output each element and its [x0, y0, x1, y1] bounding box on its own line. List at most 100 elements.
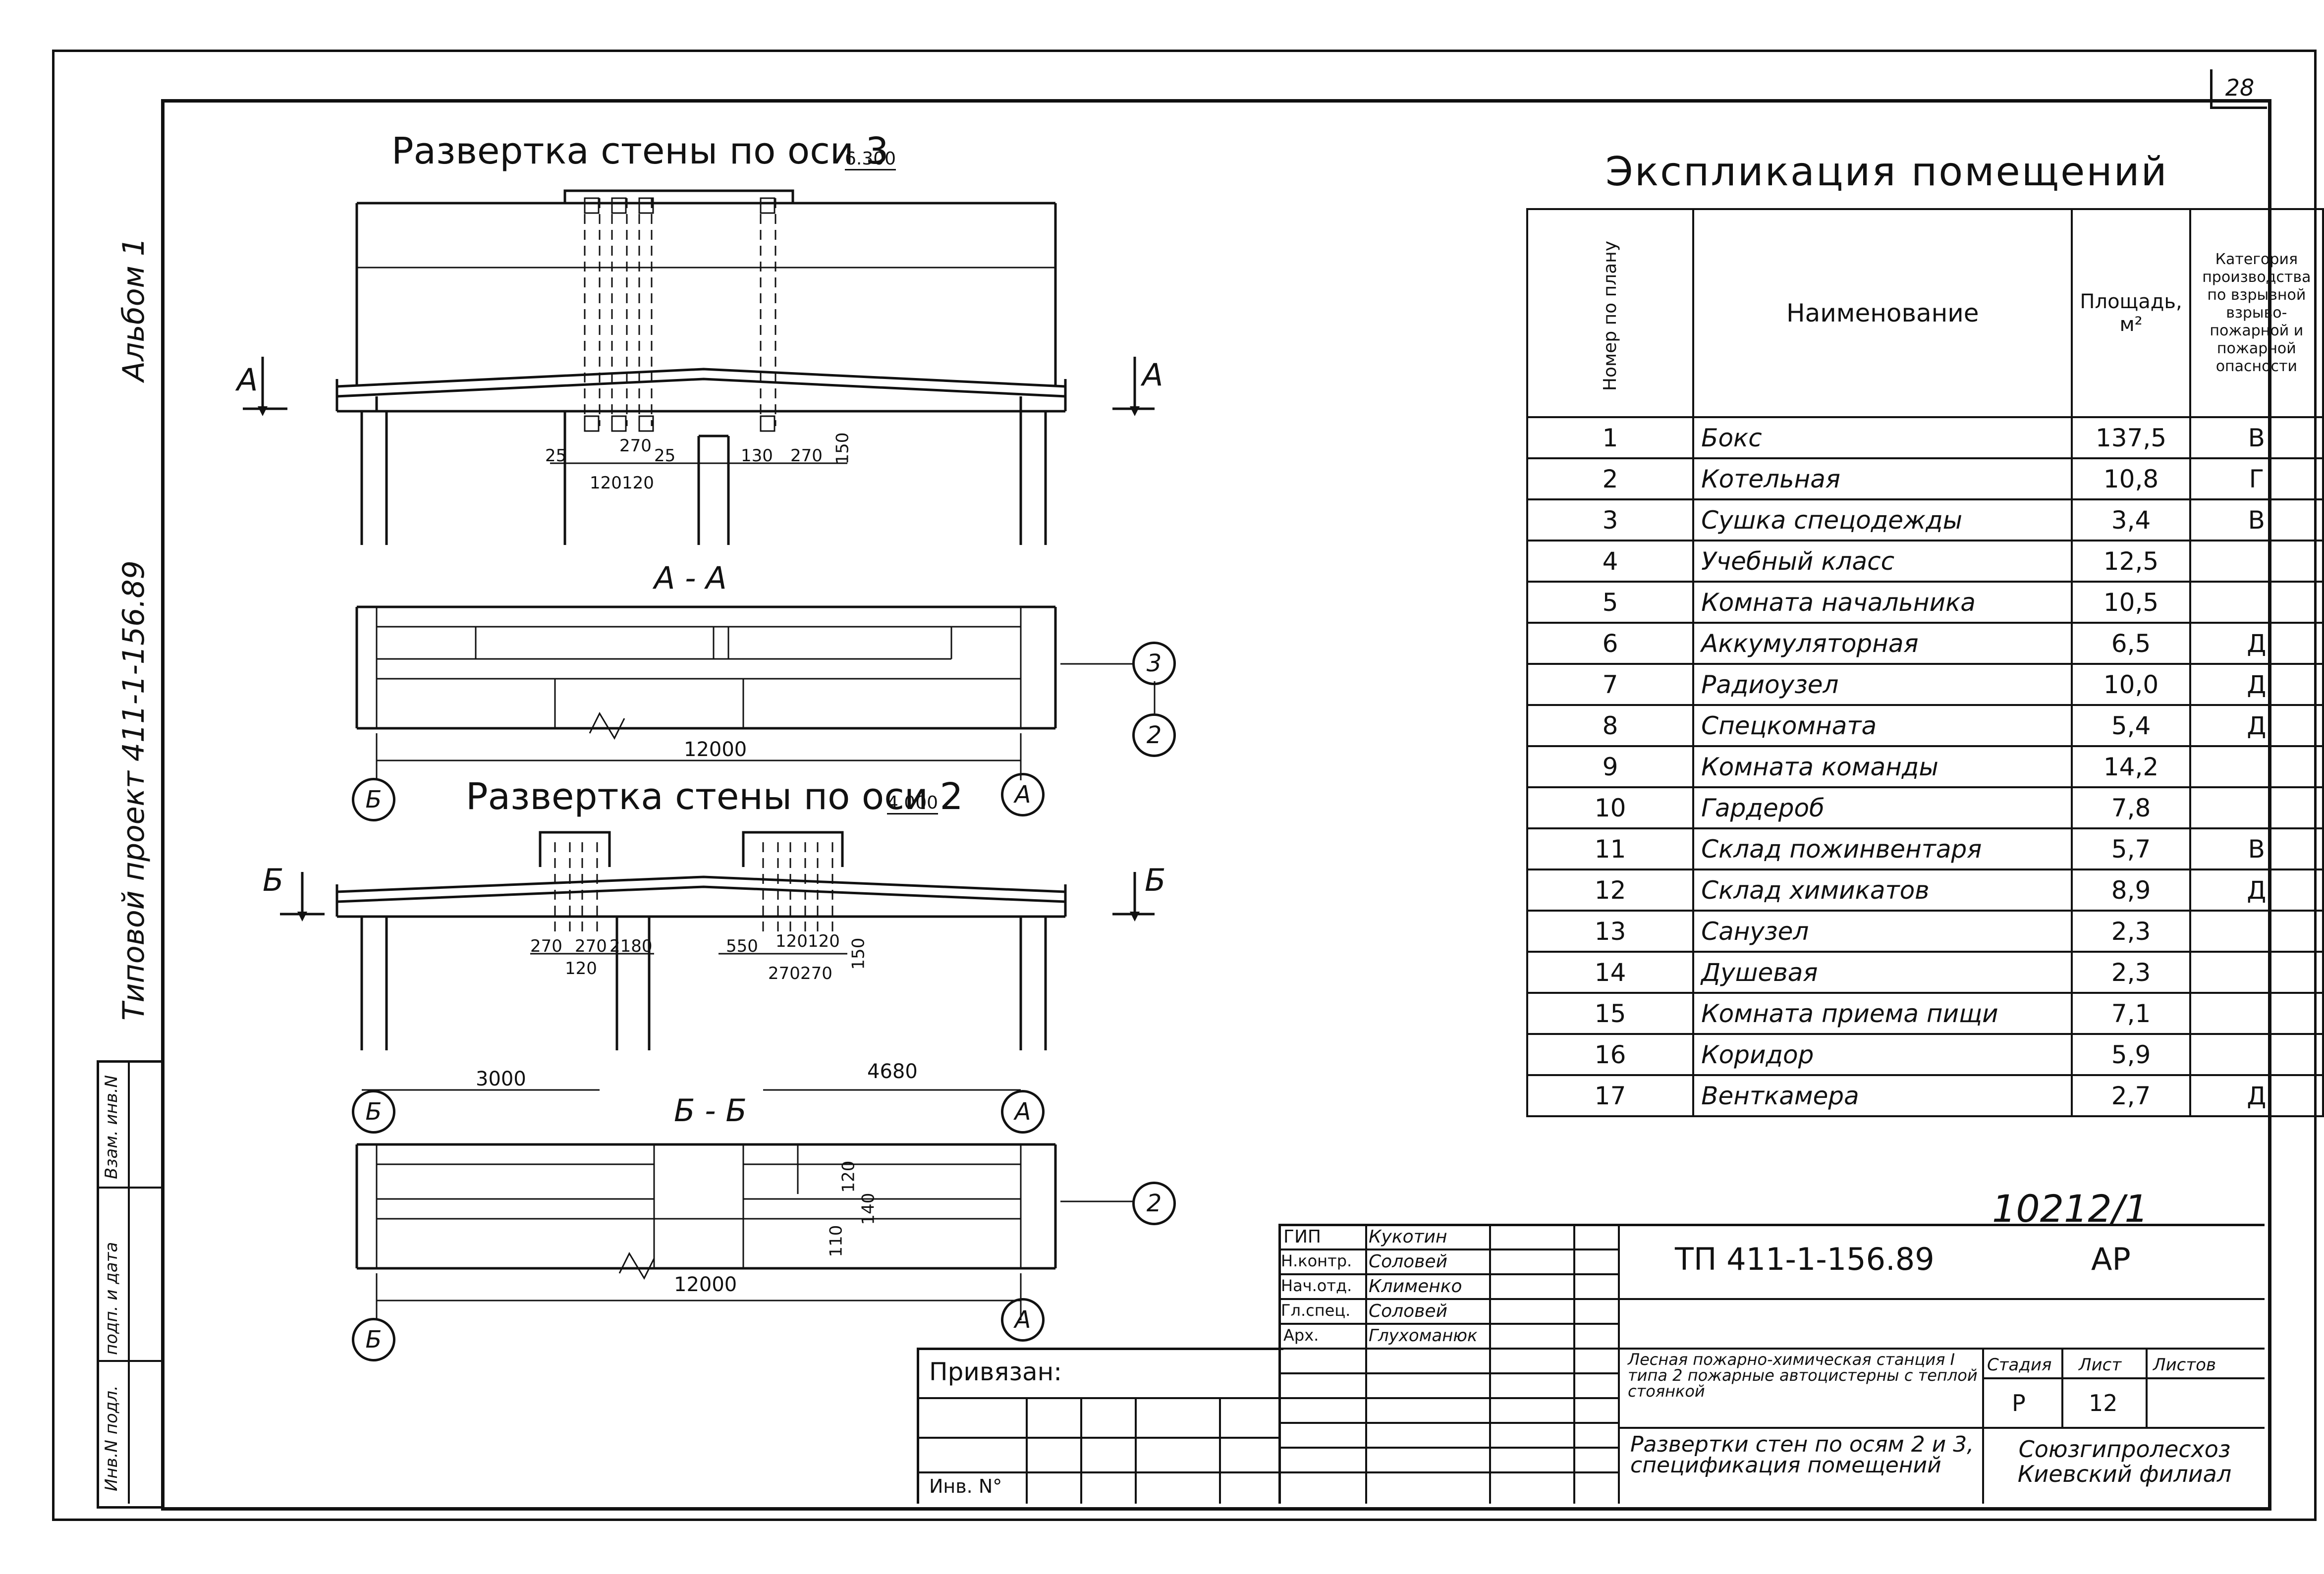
tb-grid [1278, 1273, 1618, 1275]
room-category [2189, 910, 2324, 953]
tb-grid [1278, 1422, 1618, 1424]
dim: 25 [654, 446, 676, 466]
header-name: Наименование [1692, 208, 2073, 418]
explication-title: Экспликация помещений [1605, 149, 2168, 195]
tb-grid [2146, 1348, 2148, 1427]
room-name: Коридор [1692, 1033, 2073, 1076]
tb-grid [1618, 1224, 1620, 1504]
room-area: 10,8 [2071, 457, 2191, 500]
tb-grid [1489, 1224, 1491, 1504]
room-area: 10,0 [2071, 663, 2191, 706]
room-category: В [2189, 498, 2324, 542]
dim: 270 [800, 964, 832, 983]
row-number: 14 [1526, 951, 1695, 994]
dim: 120 [622, 473, 654, 493]
room-area: 5,9 [2071, 1033, 2191, 1076]
room-category: Д [2189, 622, 2324, 665]
sheet-label: Лист [2079, 1355, 2122, 1375]
row-number: 10 [1526, 786, 1695, 829]
role-label: Н.контр. [1281, 1251, 1352, 1270]
tb-grid [1278, 1323, 1618, 1325]
row-number: 1 [1526, 416, 1695, 459]
room-category [2189, 745, 2324, 788]
section-a-right: А [1142, 357, 1163, 393]
tb-grid [1278, 1248, 1618, 1250]
room-area: 2,7 [2071, 1074, 2191, 1117]
dim: 120 [775, 931, 808, 951]
room-name: Гардероб [1692, 786, 2073, 829]
room-category: Д [2189, 663, 2324, 706]
dim: 140 [858, 1193, 879, 1225]
role-label: Нач.отд. [1281, 1276, 1352, 1295]
room-area: 6,5 [2071, 622, 2191, 665]
tb-grid [1278, 1372, 1618, 1374]
room-category [2189, 992, 2324, 1035]
sheet-number: 28 [2210, 69, 2267, 109]
room-name: Склад пожинвентаря [1692, 827, 2073, 870]
tb-grid [917, 1471, 1278, 1473]
axis-a-marker: А [1001, 773, 1045, 816]
inv-label: Инв. N° [929, 1475, 1002, 1497]
room-name: Котельная [1692, 457, 2073, 500]
row-number: 9 [1526, 745, 1695, 788]
tb-grid [1618, 1427, 2265, 1429]
tb-grid [1618, 1348, 2265, 1350]
row-number: 15 [1526, 992, 1695, 1035]
drawing1-elevation: 6.300 [845, 149, 896, 170]
room-area: 2,3 [2071, 951, 2191, 994]
project-code: ТП 411-1-156.89 [1675, 1241, 1935, 1277]
tb-grid [1618, 1298, 2265, 1300]
room-name: Душевая [1692, 951, 2073, 994]
row-number: 16 [1526, 1033, 1695, 1076]
header-num: Номер по плану [1526, 208, 1695, 418]
tb-grid [1278, 1471, 1618, 1473]
room-name: Комната приема пищи [1692, 992, 2073, 1035]
tb-grid [1219, 1397, 1221, 1504]
sheets-label: Листов [2153, 1355, 2216, 1375]
axis-a-marker-2: А [1001, 1090, 1045, 1134]
row-number: 4 [1526, 540, 1695, 583]
room-name: Аккумуляторная [1692, 622, 2073, 665]
tb-grid [1982, 1348, 1984, 1504]
room-area: 7,1 [2071, 992, 2191, 1035]
room-name: Сушка спецодежды [1692, 498, 2073, 542]
title-block [1278, 1224, 2265, 1504]
room-name: Венткамера [1692, 1074, 2073, 1117]
section-a-left: А [237, 362, 258, 398]
room-name: Учебный класс [1692, 540, 2073, 583]
room-area: 12,5 [2071, 540, 2191, 583]
row-number: 5 [1526, 581, 1695, 624]
dim: 270 [575, 936, 607, 956]
row-number: 7 [1526, 663, 1695, 706]
row-number: 12 [1526, 868, 1695, 912]
dim: 150 [848, 937, 869, 970]
role-name: Клименко [1369, 1276, 1462, 1297]
room-category: Д [2189, 868, 2324, 912]
stage-value: Р [2012, 1390, 2026, 1416]
tb-grid [1278, 1447, 1618, 1449]
room-name: Склад химикатов [1692, 868, 2073, 912]
binding-block [917, 1348, 1283, 1504]
sheet-title: Развертки стен по осям 2 и 3, спецификац… [1630, 1432, 1974, 1478]
room-name: Радиоузел [1692, 663, 2073, 706]
tb-grid [1982, 1377, 2265, 1379]
room-category: В [2189, 416, 2324, 459]
dim: 270 [790, 446, 823, 466]
row-number: 3 [1526, 498, 1695, 542]
tb-grid [1135, 1397, 1137, 1504]
tb-grid [1080, 1397, 1082, 1504]
room-category [2189, 581, 2324, 624]
room-area: 5,7 [2071, 827, 2191, 870]
tb-grid [1026, 1397, 1028, 1504]
